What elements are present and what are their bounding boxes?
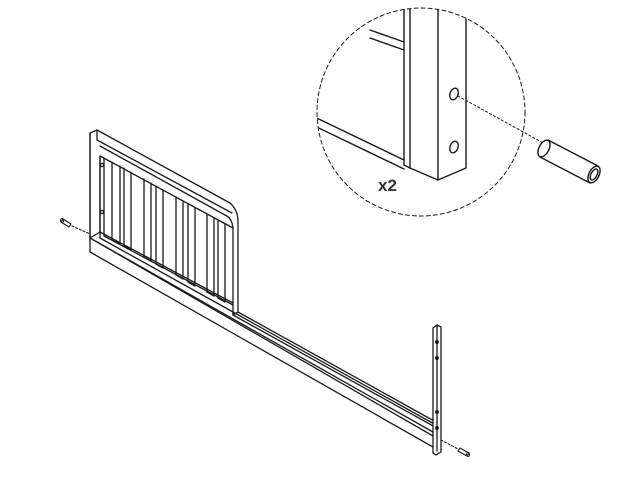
dowel-pin-right [440,439,471,458]
side-rail [89,237,441,452]
quantity-label: x2 [378,176,397,195]
detail-post [317,8,467,181]
dowel-pin-detail [537,139,601,184]
guard-rail [89,129,239,316]
end-post [432,324,442,456]
dowel-hole-lower [449,140,459,154]
dowel-hole-upper [449,87,459,101]
guard-slats [111,161,226,303]
detail-circle [316,7,526,217]
detail-callout: x2 [316,7,601,217]
dowel-pin-left [59,217,91,235]
